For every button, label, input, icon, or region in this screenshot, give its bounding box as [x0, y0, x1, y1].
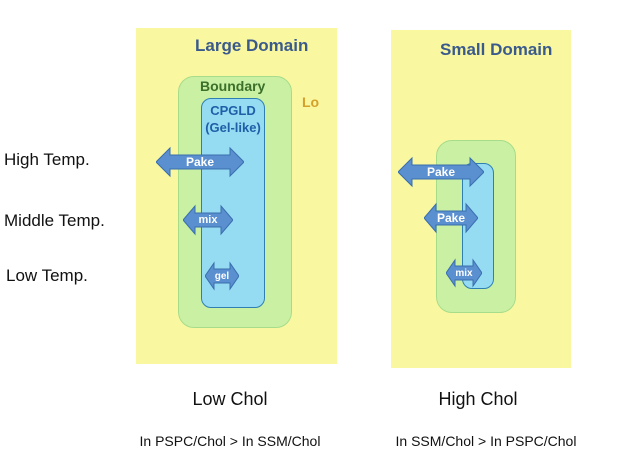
large-middle-arrow-label: mix — [198, 214, 218, 226]
high-chol-label: High Chol — [438, 389, 518, 409]
small-middle-temp-arrow: Pake — [424, 202, 478, 234]
cpgld-label-line1: CPGLD — [210, 103, 256, 118]
double-arrow-icon — [183, 204, 233, 236]
large-high-arrow-label: Pake — [185, 155, 215, 169]
small-low-arrow-label: mix — [455, 267, 473, 279]
double-arrow-icon — [398, 156, 484, 188]
middle-temp-label: Middle Temp. — [4, 211, 105, 230]
large-domain-comparison: In PSPC/Chol > In SSM/Chol — [139, 433, 321, 449]
high-temp-label: High Temp. — [4, 150, 90, 169]
double-arrow-icon — [446, 258, 482, 288]
double-arrow-icon — [205, 261, 239, 291]
large-domain-title: Large Domain — [195, 36, 309, 55]
large-low-arrow-label: gel — [214, 270, 230, 282]
small-domain-comparison: In SSM/Chol > In PSPC/Chol — [395, 433, 577, 449]
large-low-temp-arrow: gel — [205, 261, 239, 291]
cpgld-label-line2: (Gel-like) — [205, 120, 261, 135]
low-chol-label: Low Chol — [192, 389, 268, 409]
low-temp-label: Low Temp. — [6, 266, 88, 285]
lo-phase-label: Lo — [302, 94, 320, 110]
small-high-arrow-label: Pake — [426, 165, 456, 179]
small-domain-title: Small Domain — [440, 40, 553, 59]
small-low-temp-arrow: mix — [446, 258, 482, 288]
large-middle-temp-arrow: mix — [183, 204, 233, 236]
boundary-label: Boundary — [200, 78, 266, 94]
small-middle-arrow-label: Pake — [436, 211, 466, 225]
small-high-temp-arrow: Pake — [398, 156, 484, 188]
double-arrow-icon — [424, 202, 478, 234]
double-arrow-icon — [156, 146, 244, 178]
large-high-temp-arrow: Pake — [156, 146, 244, 178]
cpgld-label: CPGLD (Gel-like) — [201, 102, 265, 136]
